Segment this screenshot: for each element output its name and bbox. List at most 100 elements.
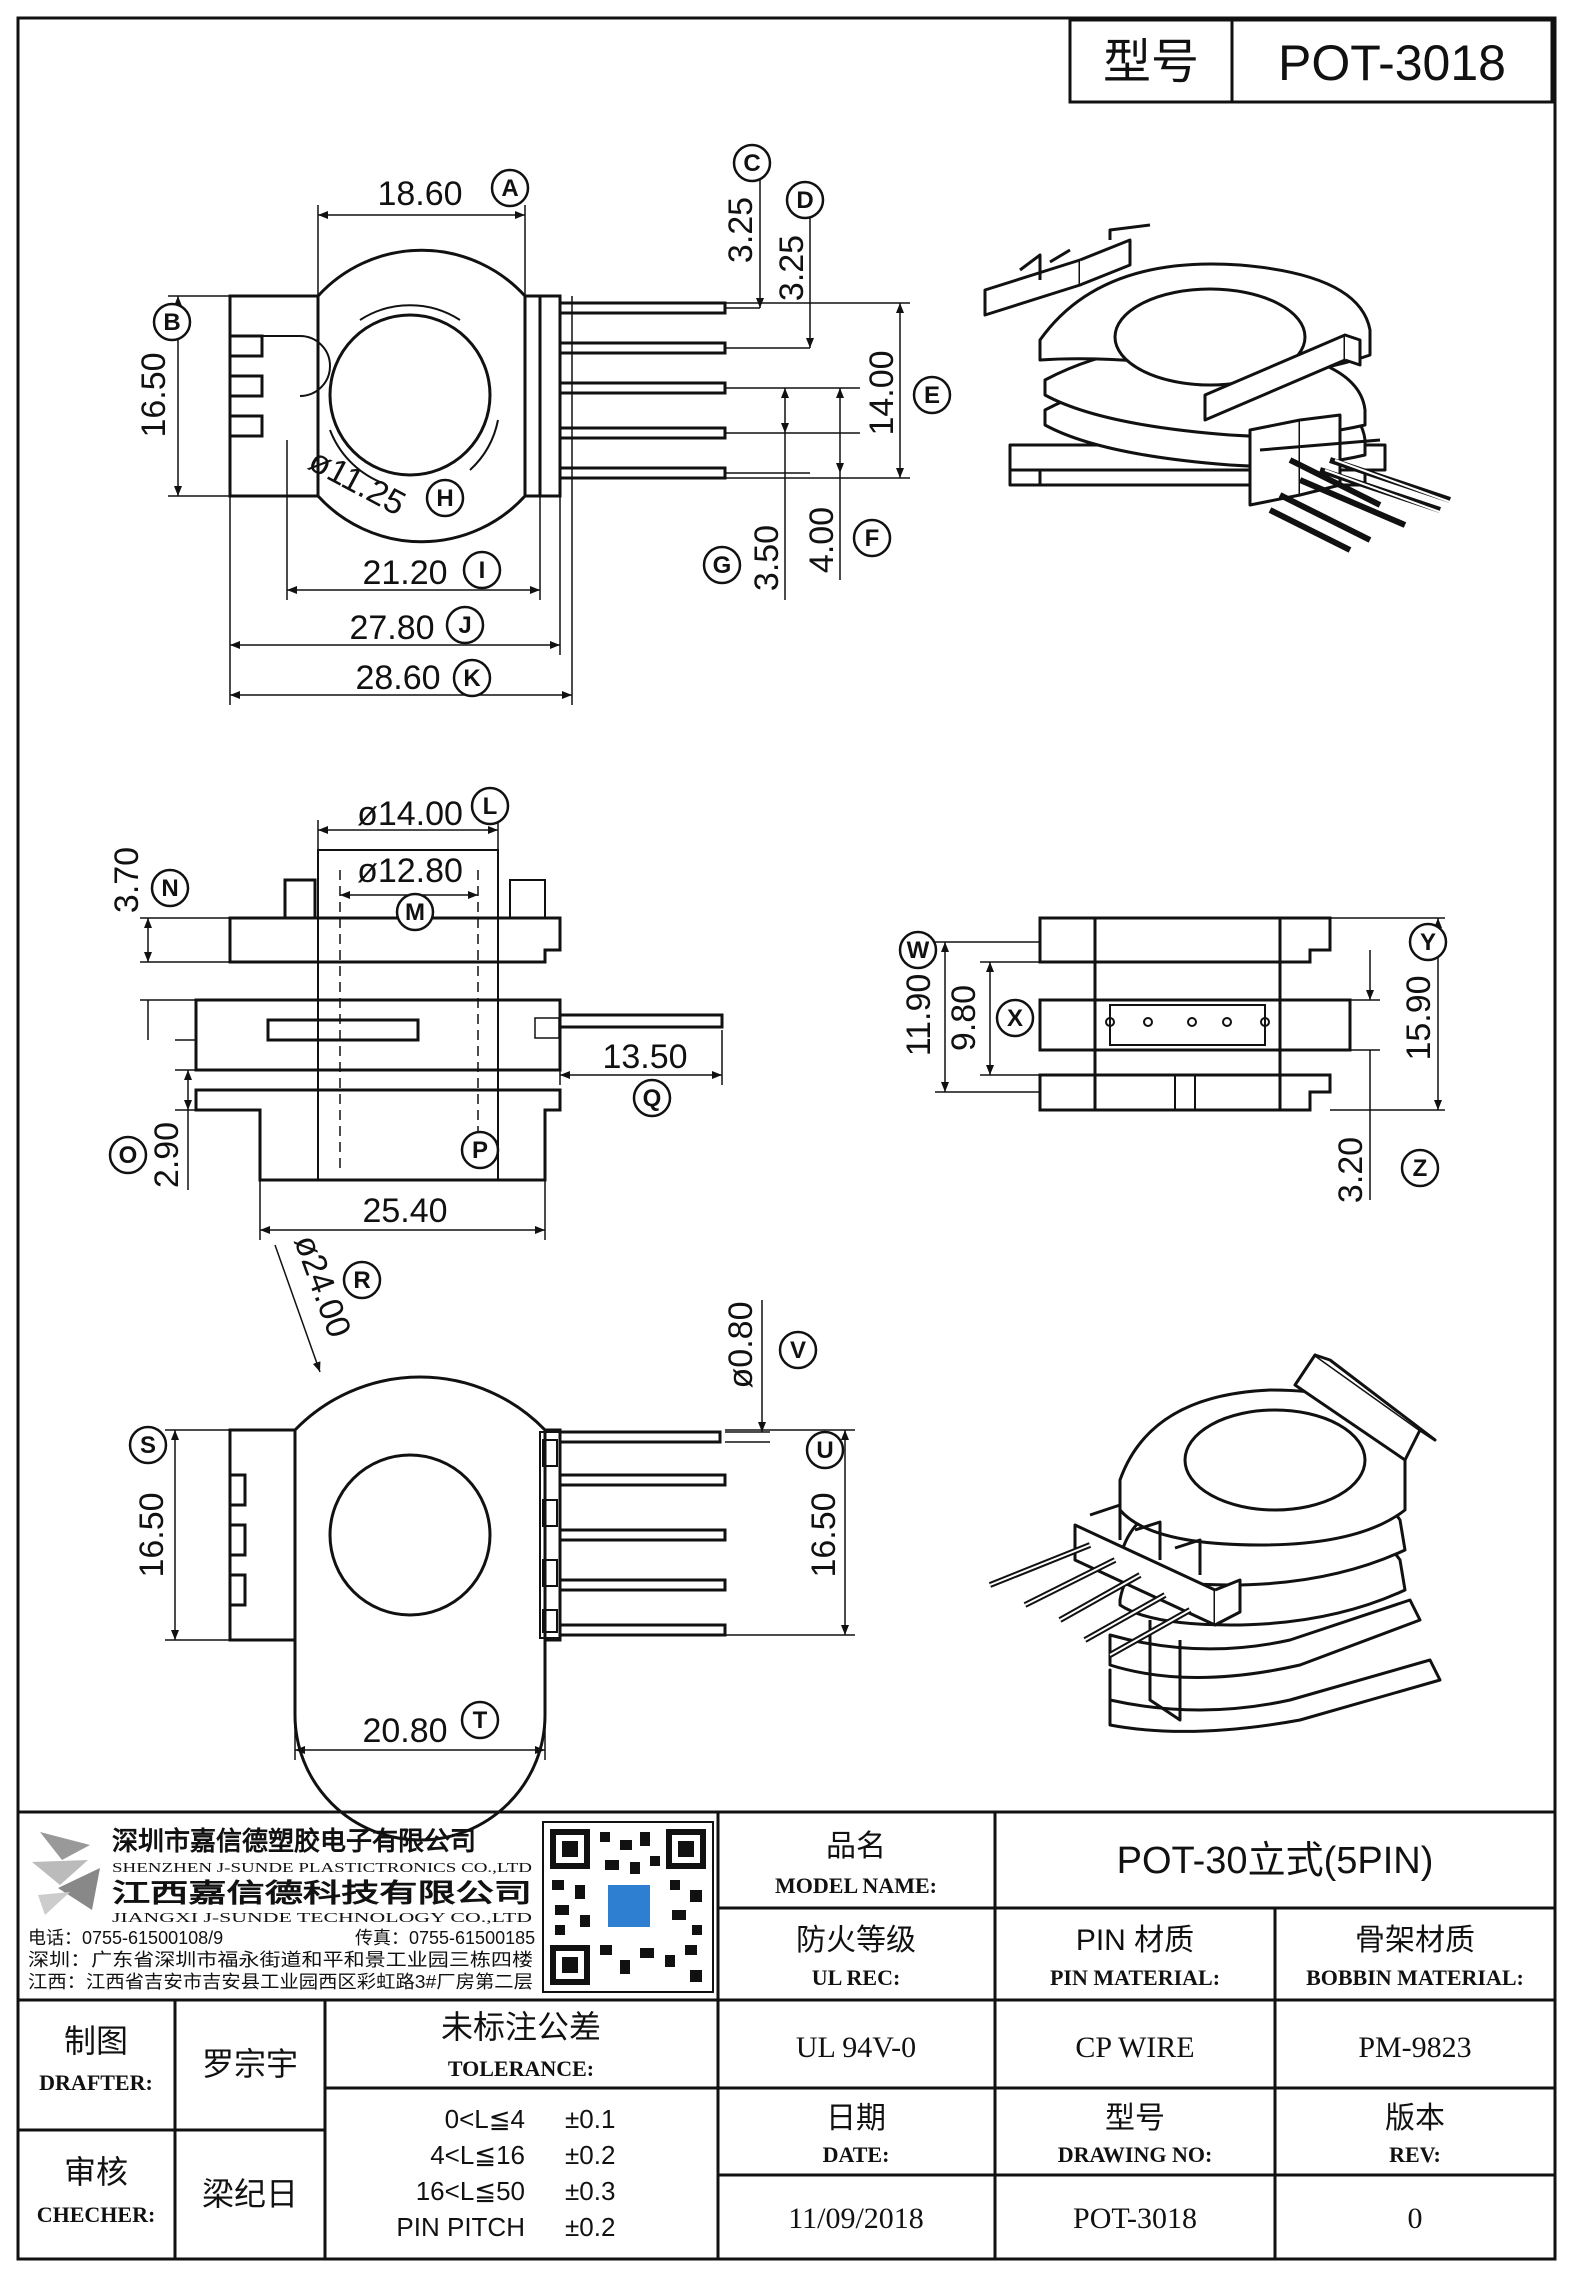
ref-circle-k [452,658,492,698]
ref-circle-t [460,1700,500,1740]
checker-en: CHECHER: [37,2202,156,2227]
company-addr-jx: 江西：江西省吉安市吉安县工业园西区彩虹路3#厂房第二层 [28,1972,533,1992]
ref-circle-m [395,892,435,932]
tolerance-value-4: ±0.2 [565,2212,615,2242]
drawing-no-cn: 型号 [1105,2102,1165,2135]
pin-material-en: PIN MATERIAL: [1050,1965,1220,1990]
ref-circle-h [425,478,465,518]
model-name-en: MODEL NAME: [775,1873,937,1898]
header-box: 型号 POT-3018 [1068,18,1554,104]
tolerance-en: TOLERANCE: [448,2056,594,2081]
ref-circle-r [342,1260,382,1300]
ref-letter-l: L [483,793,498,820]
dim-L: ø14.00 [357,795,463,833]
checker-cn: 审核 [64,2154,128,2190]
ref-letter-x: X [1007,1005,1023,1032]
ref-circle-x [995,998,1035,1038]
view-bottom-labels: ø24.00 16.50 20.80 16.50 ø0.80 [133,1230,843,1750]
dim-I: 21.20 [362,554,447,592]
ref-circle-u [805,1430,845,1470]
qr-code-icon [542,1821,714,1993]
dim-C: 3.25 [722,197,760,263]
ref-letter-w: W [907,937,930,964]
tolerance-range-3: 16<L≦50 [416,2176,525,2206]
ref-circle-f [852,518,892,558]
ref-letter-a: A [501,175,518,202]
ref-circle-e [912,375,952,415]
drafter-en: DRAFTER: [39,2070,153,2095]
model-name-value: POT-30立式(5PIN) [1117,1840,1434,1882]
ref-circle-s [128,1425,168,1465]
ref-circle-b [152,302,192,342]
drafter-cn: 制图 [64,2023,128,2059]
dim-E: 14.00 [863,350,901,435]
tolerance-value-1: ±0.1 [565,2104,615,2134]
dim-Y: 15.90 [1400,975,1438,1060]
ul-rec-cn: 防火等级 [796,1924,916,1957]
company-phone: 电话：0755-61500108/9 [28,1928,223,1948]
view-end-dims [935,917,1445,1200]
tolerance-range-1: 0<L≦4 [445,2104,525,2134]
dim-U: 16.50 [805,1492,843,1577]
dim-A: 18.60 [377,175,462,213]
tolerance-value-3: ±0.3 [565,2176,615,2206]
ref-circle-p [460,1130,500,1170]
ref-letter-m: M [405,899,425,926]
ref-letter-e: E [924,382,940,409]
ref-circle-j [445,605,485,645]
dim-V: ø0.80 [722,1302,760,1389]
iso-view-bottom [988,1353,1442,1733]
ref-circle-n [150,868,190,908]
ref-letter-d: D [796,187,813,214]
bobbin-material-value: PM-9823 [1358,2031,1471,2064]
title-block [18,1810,1555,2259]
view-end-labels: 11.90 9.80 15.90 3.20 [900,974,1438,1203]
ref-circle-w [898,930,938,970]
ref-letter-q: Q [643,1085,662,1112]
bobbin-material-cn: 骨架材质 [1355,1924,1475,1957]
dim-Q: 13.50 [602,1038,687,1076]
company-name-jx-en: JIANGXI J-SUNDE TECHNOLOGY CO.,LTD [112,1911,532,1926]
tolerance-range-4: PIN PITCH [396,2212,525,2242]
view-side-labels: ø14.00 ø12.80 3.70 2.90 25.40 13.50 [108,795,688,1230]
ref-letter-n: N [161,875,178,902]
ref-letter-z: Z [1413,1155,1428,1182]
ref-circle-c [732,143,772,183]
company-logo [32,1832,100,1915]
dim-W: 11.90 [900,974,938,1057]
rev-cn: 版本 [1385,2102,1445,2135]
ref-circle-v [778,1330,818,1370]
pin-material-value: CP WIRE [1075,2031,1194,2064]
company-addr-sz: 深圳：广东省深圳市福永街道和平和景工业园三栋四楼 [28,1950,533,1970]
view-front-dims [168,150,910,705]
company-name-sz: 深圳市嘉信德塑胶电子有限公司 [112,1826,476,1856]
ref-letter-v: V [790,1337,806,1364]
sheet-border [16,16,1557,2261]
ref-letter-c: C [743,150,760,177]
ref-letter-t: T [473,1707,488,1734]
ref-circle-q [632,1078,672,1118]
tolerance-value-2: ±0.2 [565,2140,615,2170]
ref-letter-s: S [140,1432,156,1459]
view-front-labels: 18.60 16.50 3.25 3.25 14.00 4.00 3.50 ø1… [135,175,901,697]
ref-circle-a [490,168,530,208]
tolerance-range-2: 4<L≦16 [430,2140,525,2170]
company-fax: 传真：0755-61500185 [355,1928,535,1948]
checker-value: 梁纪日 [202,2176,298,2212]
ref-circle-z [1400,1148,1440,1188]
header-model: POT-3018 [1278,35,1506,91]
date-en: DATE: [823,2142,890,2167]
header-label: 型号 [1103,36,1199,89]
ref-letter-h: H [436,485,453,512]
dim-Z: 3.20 [1332,1137,1370,1203]
view-bottom [228,1375,727,1842]
ref-circle-l [470,786,510,826]
ref-circle-g [702,545,742,585]
ref-letter-y: Y [1420,929,1436,956]
rev-en: REV: [1389,2142,1441,2167]
rev-value: 0 [1408,2202,1423,2235]
ul-rec-en: UL REC: [812,1965,901,1990]
company-name-sz-en: SHENZHEN J-SUNDE PLASTICTRONICS CO.,LTD [112,1861,532,1876]
ref-letter-p: P [472,1137,488,1164]
